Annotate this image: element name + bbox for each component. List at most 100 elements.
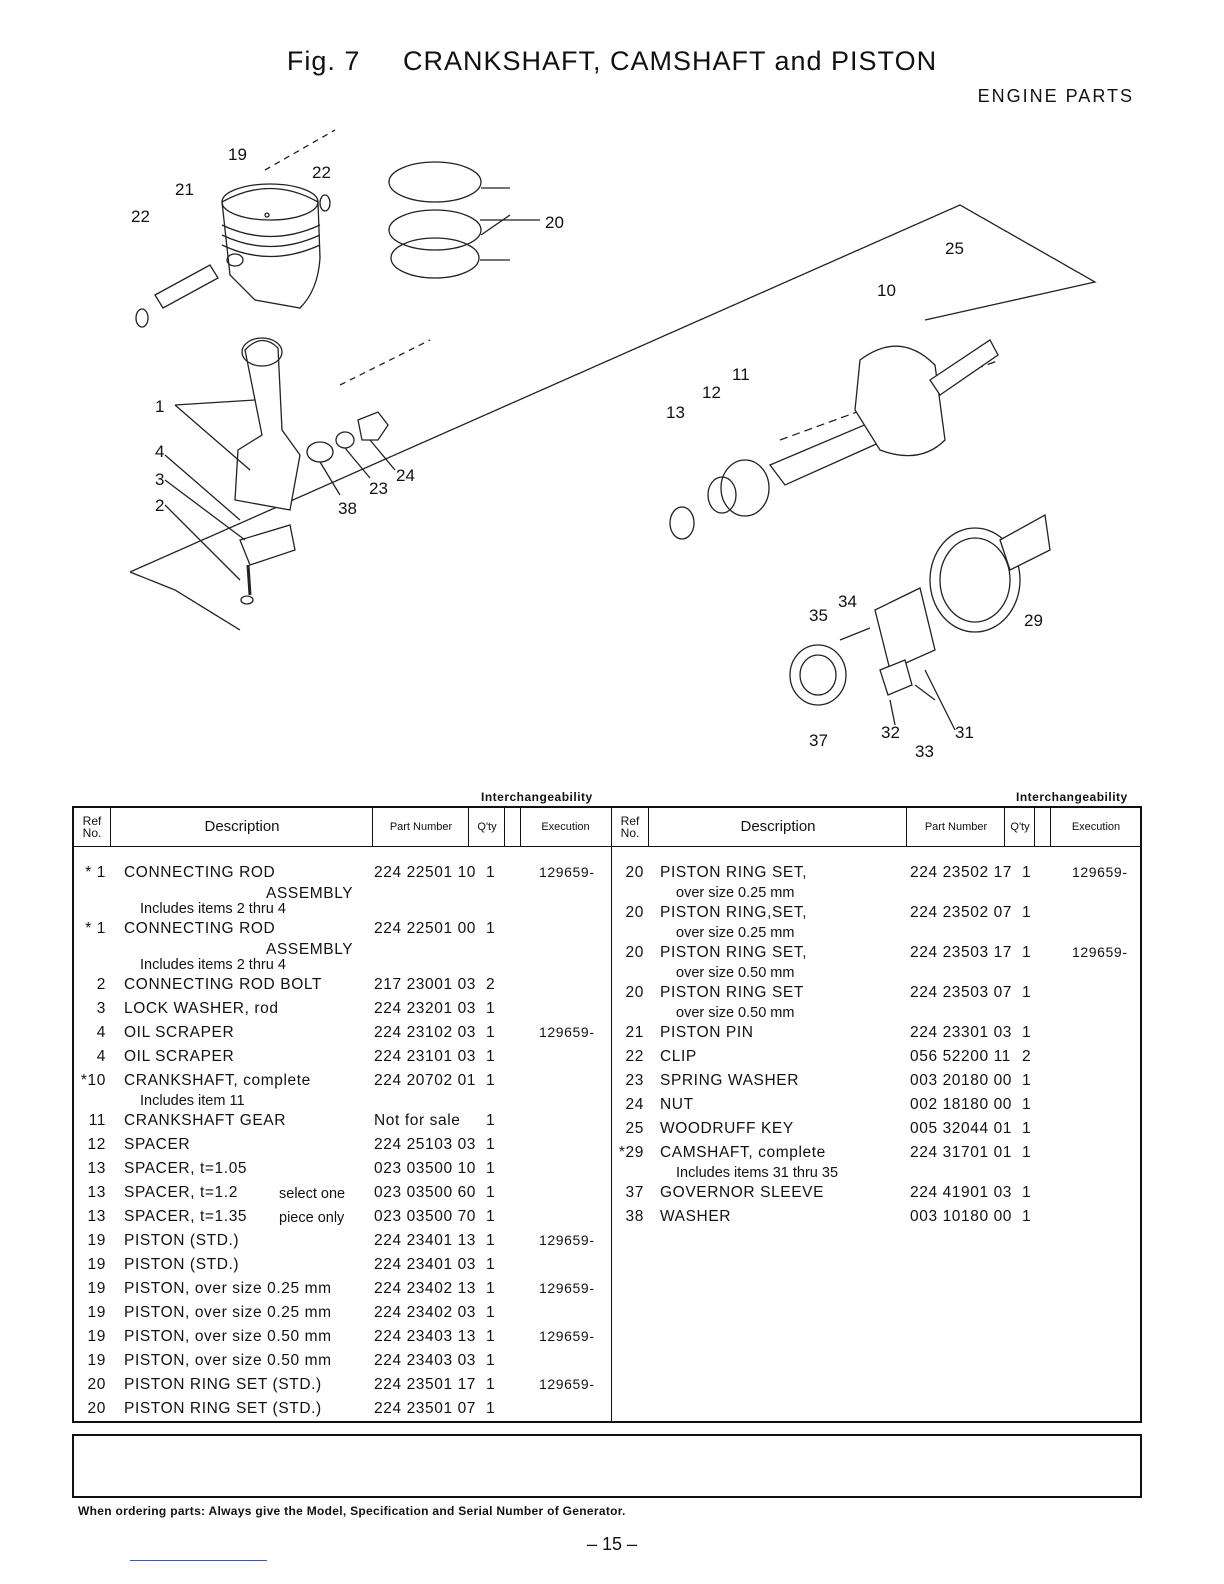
part-number-cell: 224 25103 03 <box>374 1136 477 1153</box>
description-note: Includes items 2 thru 4 <box>140 901 286 917</box>
description-cell: PISTON (STD.) <box>124 1256 240 1273</box>
part-number-cell: 224 23401 13 <box>374 1232 477 1249</box>
row-subline: Includes items 2 thru 4 <box>74 901 611 920</box>
description-cell: OIL SCRAPER <box>124 1048 235 1065</box>
description-cell: PISTON RING SET, <box>660 864 808 881</box>
ref-cell: 2 <box>96 976 106 993</box>
description-note: over size 0.50 mm <box>676 965 795 981</box>
part-number-cell: 224 23501 17 <box>374 1376 477 1393</box>
spacer-note: select one piece only <box>279 1182 345 1230</box>
qty-cell: 1 <box>1022 1184 1032 1201</box>
ref-cell: 20 <box>625 944 644 961</box>
ref-cell: 19 <box>87 1328 106 1345</box>
spacer-note-line1: select one <box>279 1186 346 1202</box>
callout-2: 2 <box>155 496 164 515</box>
part-number-cell: 224 41901 03 <box>910 1184 1013 1201</box>
description-cell: PISTON PIN <box>660 1024 754 1041</box>
execution-cell: 129659- <box>539 1024 595 1040</box>
callout-20: 20 <box>545 213 564 232</box>
qty-cell: 1 <box>486 1184 496 1201</box>
ref-cell: 4 <box>96 1048 106 1065</box>
row-subline: over size 0.50 mm <box>612 1005 1142 1024</box>
execution-cell: 129659- <box>539 864 595 880</box>
description-note: over size 0.25 mm <box>676 925 795 941</box>
col-part-number: Part Number <box>372 808 469 846</box>
execution-cell: 129659- <box>539 1280 595 1296</box>
part-number-cell: 224 23301 03 <box>910 1024 1013 1041</box>
part-number-cell: 224 20702 01 <box>374 1072 477 1089</box>
ref-cell: 13 <box>87 1208 106 1225</box>
col-ref: Ref No. <box>620 814 640 840</box>
qty-cell: 1 <box>486 1304 496 1321</box>
callout-33: 33 <box>915 742 934 761</box>
qty-cell: 1 <box>486 1112 496 1129</box>
part-number-cell: Not for sale <box>374 1112 461 1129</box>
callout-11: 11 <box>732 365 750 384</box>
qty-cell: 1 <box>486 1000 496 1017</box>
part-number-cell: 224 23503 17 <box>910 944 1013 961</box>
callout-29: 29 <box>1024 611 1043 630</box>
part-number-cell: 224 22501 00 <box>374 920 477 937</box>
ref-cell: 23 <box>625 1072 644 1089</box>
description-note: over size 0.50 mm <box>676 1005 795 1021</box>
ref-cell: *10 <box>80 1072 106 1089</box>
qty-cell: 1 <box>1022 1120 1032 1137</box>
description-cell: PISTON, over size 0.25 mm <box>124 1304 332 1321</box>
description-cell: NUT <box>660 1096 694 1113</box>
ref-cell: 20 <box>625 904 644 921</box>
qty-cell: 1 <box>1022 1208 1032 1225</box>
part-number-cell: 224 31701 01 <box>910 1144 1013 1161</box>
ref-cell: 13 <box>87 1184 106 1201</box>
ref-cell: 13 <box>87 1160 106 1177</box>
callout-13: 13 <box>666 403 685 422</box>
description-note: over size 0.25 mm <box>676 885 795 901</box>
part-number-cell: 003 10180 00 <box>910 1208 1013 1225</box>
qty-cell: 1 <box>486 1048 496 1065</box>
ref-cell: 38 <box>625 1208 644 1225</box>
parts-table-left: Ref No. Description Part Number Q'ty Exe… <box>74 808 612 1421</box>
qty-cell: 1 <box>1022 944 1032 961</box>
callout-38: 38 <box>338 499 357 518</box>
callout-21: 21 <box>175 180 194 199</box>
description-continuation: ASSEMBLY <box>266 885 354 902</box>
parts-table: Ref No. Description Part Number Q'ty Exe… <box>72 806 1142 1423</box>
callout-1: 1 <box>155 397 164 416</box>
callout-12: 12 <box>702 383 721 402</box>
description-cell: PISTON RING SET <box>660 984 804 1001</box>
description-cell: CONNECTING ROD <box>124 920 276 937</box>
qty-cell: 1 <box>1022 1096 1032 1113</box>
description-cell: OIL SCRAPER <box>124 1024 235 1041</box>
row-subline: Includes items 2 thru 4 <box>74 957 611 976</box>
divider <box>130 1560 267 1561</box>
qty-cell: 1 <box>1022 1072 1032 1089</box>
ref-cell: * 1 <box>85 920 106 937</box>
parts-table-right: Ref No. Description Part Number Q'ty Exe… <box>612 808 1142 1421</box>
part-number-cell: 224 23503 07 <box>910 984 1013 1001</box>
description-cell: PISTON, over size 0.25 mm <box>124 1280 332 1297</box>
description-note: Includes items 2 thru 4 <box>140 957 286 973</box>
qty-cell: 1 <box>486 1024 496 1041</box>
qty-cell: 1 <box>1022 904 1032 921</box>
qty-cell: 2 <box>486 976 496 993</box>
part-number-cell: 217 23001 03 <box>374 976 477 993</box>
qty-cell: 1 <box>486 864 496 881</box>
description-cell: CONNECTING ROD <box>124 864 276 881</box>
row-subline: Includes item 11 <box>74 1093 611 1112</box>
ref-cell: 22 <box>625 1048 644 1065</box>
